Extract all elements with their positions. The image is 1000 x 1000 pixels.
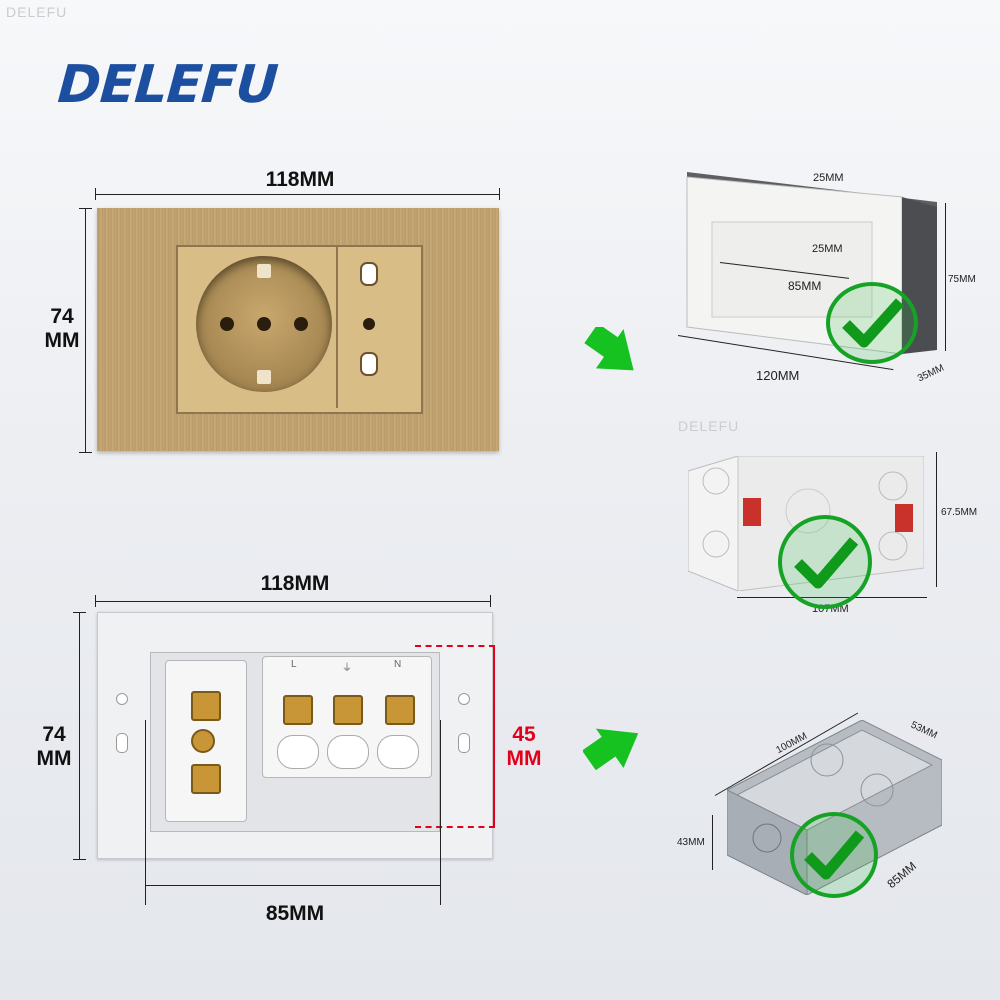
mount-distance-label: 85MM (265, 902, 325, 925)
brand-logo: DELEFU (55, 55, 280, 115)
grey-box-length-label: 120MM (756, 368, 800, 383)
schuko-socket (196, 256, 332, 392)
green-arrow-icon (583, 728, 639, 770)
check-mark-icon (790, 812, 878, 898)
grey-box-height-label: 75MM (948, 274, 976, 285)
terminal-block-left (165, 660, 247, 822)
white-box-height-label: 67.5MM (941, 507, 978, 518)
back-width-label: 118MM (260, 572, 330, 595)
depth-label: 45 MM (506, 723, 542, 770)
grey-box-inner-label: 25MM (812, 243, 843, 255)
watermark: DELEFU (6, 4, 68, 20)
grey-box-center-label: 85MM (788, 279, 822, 293)
grey-box-depth-label: 35MM (915, 362, 946, 385)
front-height-label: 74 MM (44, 305, 80, 352)
metal-box (726, 719, 943, 896)
metal-box-height-label: 43MM (677, 837, 705, 848)
green-arrow-icon (584, 327, 634, 371)
grey-box-top-label: 25MM (813, 172, 844, 184)
check-mark-icon (778, 515, 872, 609)
front-width-label: 118MM (265, 168, 335, 191)
check-mark-icon (826, 282, 918, 364)
back-height-label: 74 MM (36, 723, 72, 770)
terminal-block-right: L ⏚ N (262, 656, 432, 778)
